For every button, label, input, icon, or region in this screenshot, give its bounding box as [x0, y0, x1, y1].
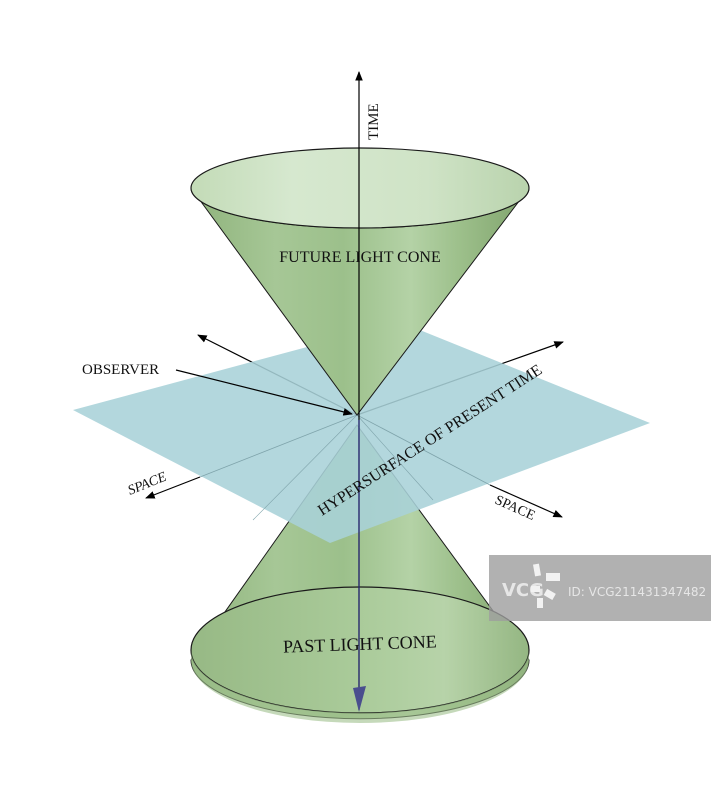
future-cone-label: FUTURE LIGHT CONE [279, 249, 440, 266]
hypersurface-plane [73, 322, 650, 543]
future-light-cone [190, 147, 530, 416]
watermark-logo-icon [531, 563, 560, 608]
space-left-label: SPACE [126, 470, 169, 499]
watermark-box [489, 555, 711, 621]
space-right-label: SPACE [492, 493, 537, 524]
observer-label: OBSERVER [82, 362, 159, 378]
past-light-cone [190, 424, 530, 723]
time-axis-label: TIME [366, 103, 382, 140]
time-axis-lower-arrowhead [353, 686, 366, 712]
observer-pointer [175, 369, 353, 416]
watermark: VCG ID: VCG211431347482 [489, 555, 711, 621]
watermark-brand: VCG [502, 580, 544, 601]
space-axis-front-right [489, 484, 563, 518]
watermark-id: ID: VCG211431347482 [568, 585, 706, 599]
future-cone-top [190, 147, 530, 229]
space-axis-front-left [145, 476, 201, 499]
